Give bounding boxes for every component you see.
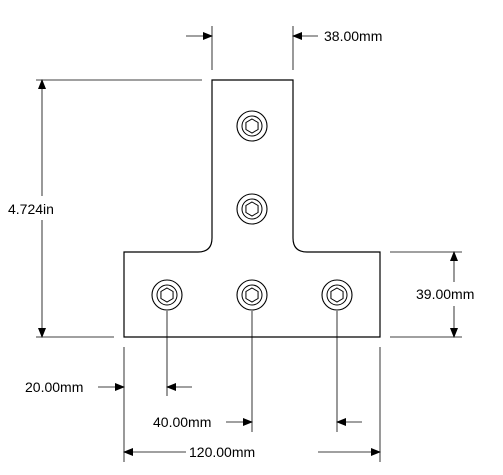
dimension-label-total-width: 120.00mm (189, 444, 255, 460)
screw-hole-flange-center (236, 279, 268, 311)
dimension-flange-height (390, 251, 462, 338)
screw-hole-stem-middle (236, 193, 268, 225)
dimension-label-hole-spacing: 40.00mm (153, 414, 211, 430)
screw-hole-flange-left (151, 279, 183, 311)
dimension-total-height (36, 79, 202, 338)
dimension-label-stem-width: 38.00mm (324, 28, 382, 44)
dimension-hole-spacing (226, 311, 362, 432)
dimension-edge-offset (98, 311, 192, 462)
screw-hole-stem-top (236, 110, 268, 142)
dimension-total-width (123, 347, 381, 462)
dimension-label-flange-height: 39.00mm (416, 286, 474, 302)
dimension-label-edge-offset: 20.00mm (25, 379, 83, 395)
dimension-stem-width (186, 26, 318, 70)
screw-hole-flange-right (321, 279, 353, 311)
dimension-label-total-height: 4.724in (8, 201, 54, 217)
